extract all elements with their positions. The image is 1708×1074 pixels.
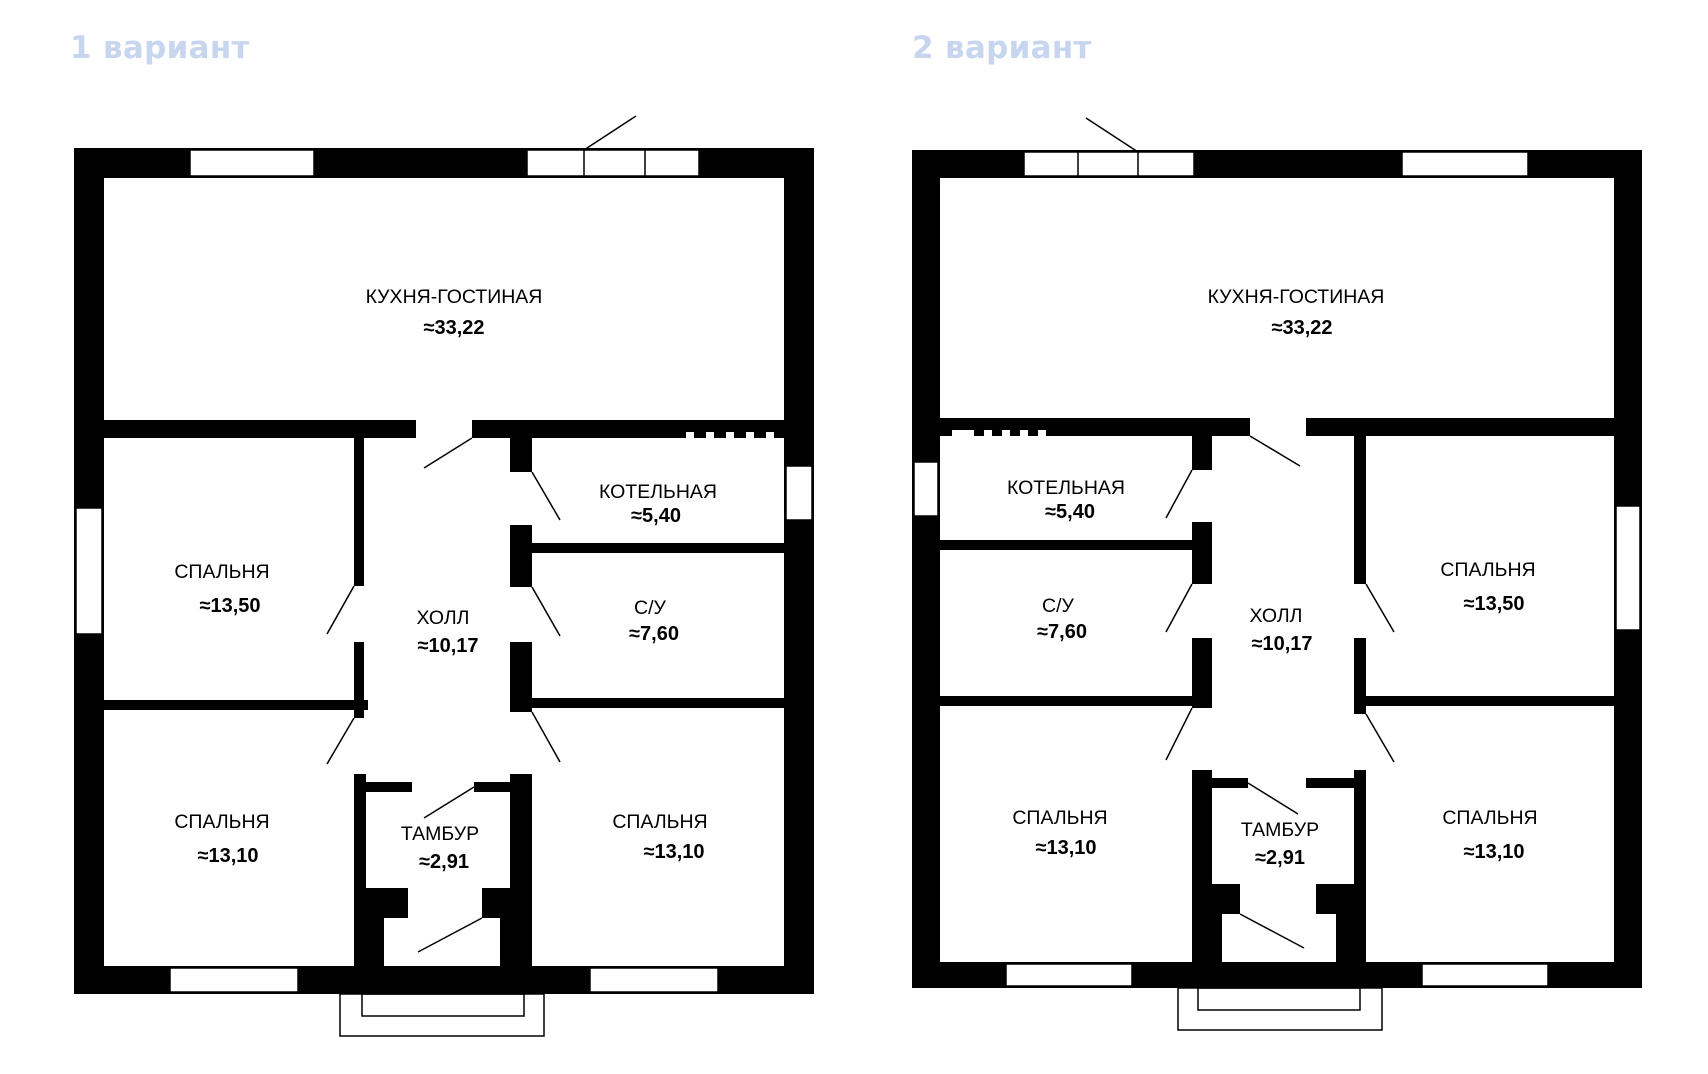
vestibule-area: ≈2,91	[419, 851, 469, 873]
door-swing	[1085, 117, 1139, 153]
interior-walls	[940, 418, 1614, 962]
window	[1401, 151, 1529, 177]
bedroom-area: ≈13,10	[197, 845, 258, 867]
boiler-name: КОТЕЛЬНАЯ	[599, 481, 717, 503]
boiler-area: ≈5,40	[631, 505, 681, 527]
hall-name: ХОЛЛ	[417, 607, 470, 629]
bedroom-area: ≈13,10	[1035, 837, 1096, 859]
window	[1615, 505, 1641, 631]
kitchen-area: ≈33,22	[423, 317, 484, 339]
kitchen-name: КУХНЯ-ГОСТИНАЯ	[366, 286, 543, 308]
vestibule-name: ТАМБУР	[401, 823, 479, 845]
porch	[339, 993, 545, 1037]
porch	[1177, 987, 1383, 1031]
window	[1023, 151, 1195, 177]
bedroom-name: СПАЛЬНЯ	[1012, 807, 1107, 829]
bedroom-area: ≈13,50	[1463, 593, 1524, 615]
windows	[75, 149, 813, 993]
bedroom-area: ≈13,10	[1463, 841, 1524, 863]
window	[169, 967, 299, 993]
window	[913, 461, 939, 517]
vent-grille	[952, 430, 1046, 436]
room-labels: КУХНЯ-ГОСТИНАЯ ≈33,22 КОТЕЛЬНАЯ ≈5,40 С/…	[1007, 286, 1538, 869]
vestibule-name: ТАМБУР	[1241, 819, 1319, 841]
bedroom-name: СПАЛЬНЯ	[612, 811, 707, 833]
window	[189, 149, 315, 177]
window	[1421, 963, 1549, 987]
window	[785, 465, 813, 521]
bath-area: ≈7,60	[1037, 621, 1087, 643]
door-swing	[583, 115, 637, 151]
bedroom-name: СПАЛЬНЯ	[1440, 559, 1535, 581]
interior-walls	[104, 420, 784, 966]
door-swings	[326, 437, 561, 953]
window	[526, 149, 700, 177]
boiler-name: КОТЕЛЬНАЯ	[1007, 477, 1125, 499]
window	[1005, 963, 1133, 987]
room-labels: КУХНЯ-ГОСТИНАЯ ≈33,22 КОТЕЛЬНАЯ ≈5,40 С/…	[174, 286, 717, 873]
windows	[913, 151, 1641, 987]
kitchen-name: КУХНЯ-ГОСТИНАЯ	[1208, 286, 1385, 308]
door-swings	[1165, 435, 1395, 949]
bath-area: ≈7,60	[629, 623, 679, 645]
variant-2-title: 2 вариант	[912, 30, 1092, 66]
bedroom-area: ≈13,50	[199, 595, 260, 617]
window	[589, 967, 719, 993]
bath-name: С/У	[1042, 595, 1075, 617]
bedroom-name: СПАЛЬНЯ	[174, 561, 269, 583]
vent-grille	[686, 432, 774, 438]
bedroom-name: СПАЛЬНЯ	[174, 811, 269, 833]
window	[75, 507, 103, 635]
bedroom-name: СПАЛЬНЯ	[1442, 807, 1537, 829]
bath-name: С/У	[634, 597, 667, 619]
boiler-area: ≈5,40	[1045, 501, 1095, 523]
hall-name: ХОЛЛ	[1250, 605, 1303, 627]
floor-plan-variant-1: КУХНЯ-ГОСТИНАЯ ≈33,22 КОТЕЛЬНАЯ ≈5,40 С/…	[74, 115, 814, 1037]
hall-area: ≈10,17	[1251, 633, 1312, 655]
variant-1-title: 1 вариант	[70, 30, 250, 66]
bedroom-area: ≈13,10	[643, 841, 704, 863]
floor-plan-variant-2: КУХНЯ-ГОСТИНАЯ ≈33,22 КОТЕЛЬНАЯ ≈5,40 С/…	[912, 117, 1642, 1031]
hall-area: ≈10,17	[417, 635, 478, 657]
vestibule-area: ≈2,91	[1255, 847, 1305, 869]
kitchen-area: ≈33,22	[1271, 317, 1332, 339]
